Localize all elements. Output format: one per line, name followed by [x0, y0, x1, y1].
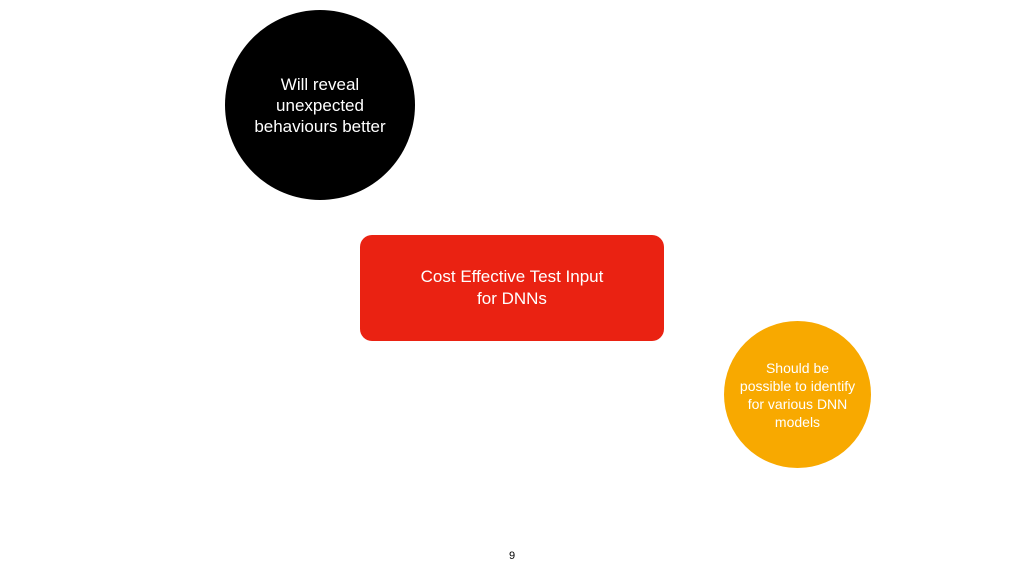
- center-label: Cost Effective Test Input for DNNs: [420, 267, 604, 308]
- identify-circle: Should be possible to identify for vario…: [724, 321, 871, 468]
- page-number: 9: [508, 550, 516, 562]
- reveal-label: Will reveal unexpected behaviours better: [254, 74, 386, 136]
- identify-label: Should be possible to identify for vario…: [739, 359, 856, 430]
- center-box: Cost Effective Test Input for DNNs: [360, 235, 664, 341]
- reveal-circle: Will reveal unexpected behaviours better: [225, 10, 415, 200]
